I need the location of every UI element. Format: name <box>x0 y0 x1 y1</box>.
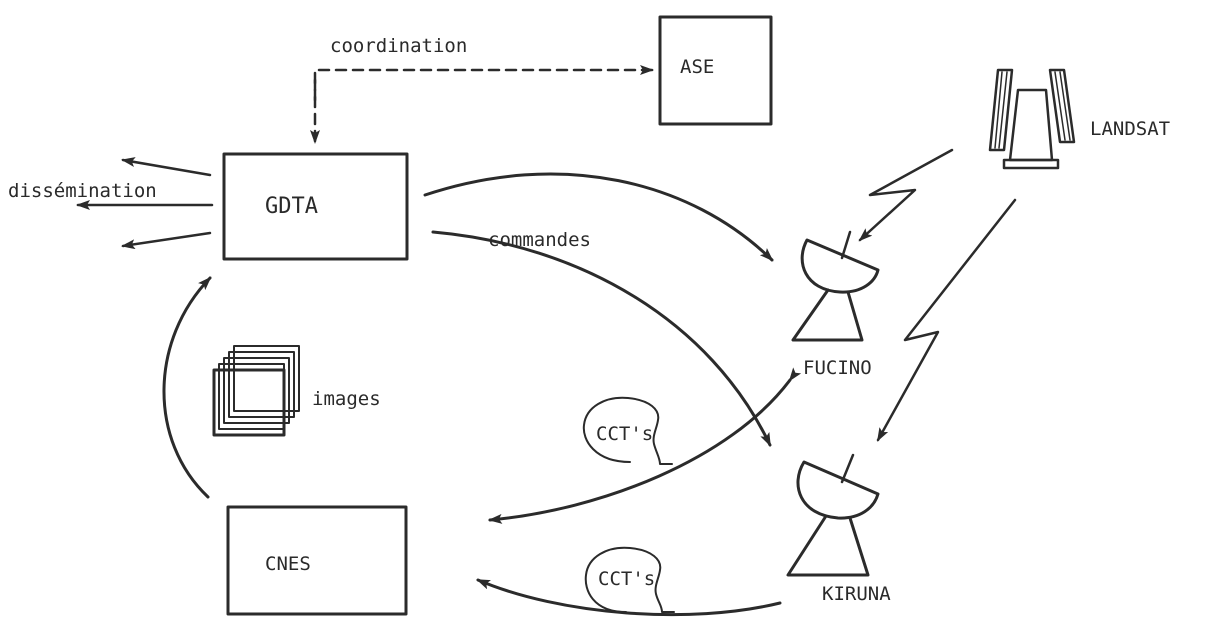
coordination-dashed-arrow-to-ase <box>313 65 654 102</box>
cnes-node: CNES <box>226 505 408 616</box>
cct-tape-icon-kiruna: CCT's <box>584 546 675 613</box>
fucino-cnes-link <box>488 367 802 524</box>
cct-tape-icon-fucino: CCT's <box>582 396 673 465</box>
dissemination-arrow-down <box>121 231 212 250</box>
cnes-label: CNES <box>265 553 311 575</box>
kiruna-antenna-icon <box>786 453 880 577</box>
dissemination-arrow-up <box>121 157 212 177</box>
ccts-label-kiruna: CCT's <box>598 568 655 590</box>
commandes-arrow-to-fucino <box>423 172 774 262</box>
landsat-satellite-icon <box>988 68 1076 170</box>
images-label: images <box>312 388 381 410</box>
commandes-label: commandes <box>488 229 591 251</box>
gdta-box <box>222 152 409 261</box>
gdta-label: GDTA <box>265 194 318 219</box>
coordination-link: coordination <box>310 35 654 144</box>
commandes-links: commandes <box>423 172 774 447</box>
ase-node: ASE <box>658 15 773 126</box>
fucino-antenna-icon <box>791 230 880 342</box>
cnes-to-gdta-arrow <box>162 276 212 499</box>
dissemination-label: dissémination <box>8 180 157 202</box>
landsat-downlink-to-kiruna <box>876 198 1017 442</box>
landsat-downlink-to-fucino <box>858 148 954 242</box>
coordination-label: coordination <box>330 35 467 57</box>
fucino-label: FUCINO <box>803 357 872 379</box>
dissemination-arrows: dissémination <box>8 157 214 250</box>
commandes-arrow-to-kiruna <box>431 230 772 447</box>
landsat-label: LANDSAT <box>1090 118 1170 140</box>
ase-box <box>658 15 773 126</box>
ase-label: ASE <box>680 56 714 78</box>
images-stack-icon <box>212 345 300 437</box>
cnes-box <box>226 505 408 616</box>
kiruna-label: KIRUNA <box>822 583 891 605</box>
ccts-label-fucino: CCT's <box>596 423 653 445</box>
gdta-node: GDTA <box>222 152 409 261</box>
